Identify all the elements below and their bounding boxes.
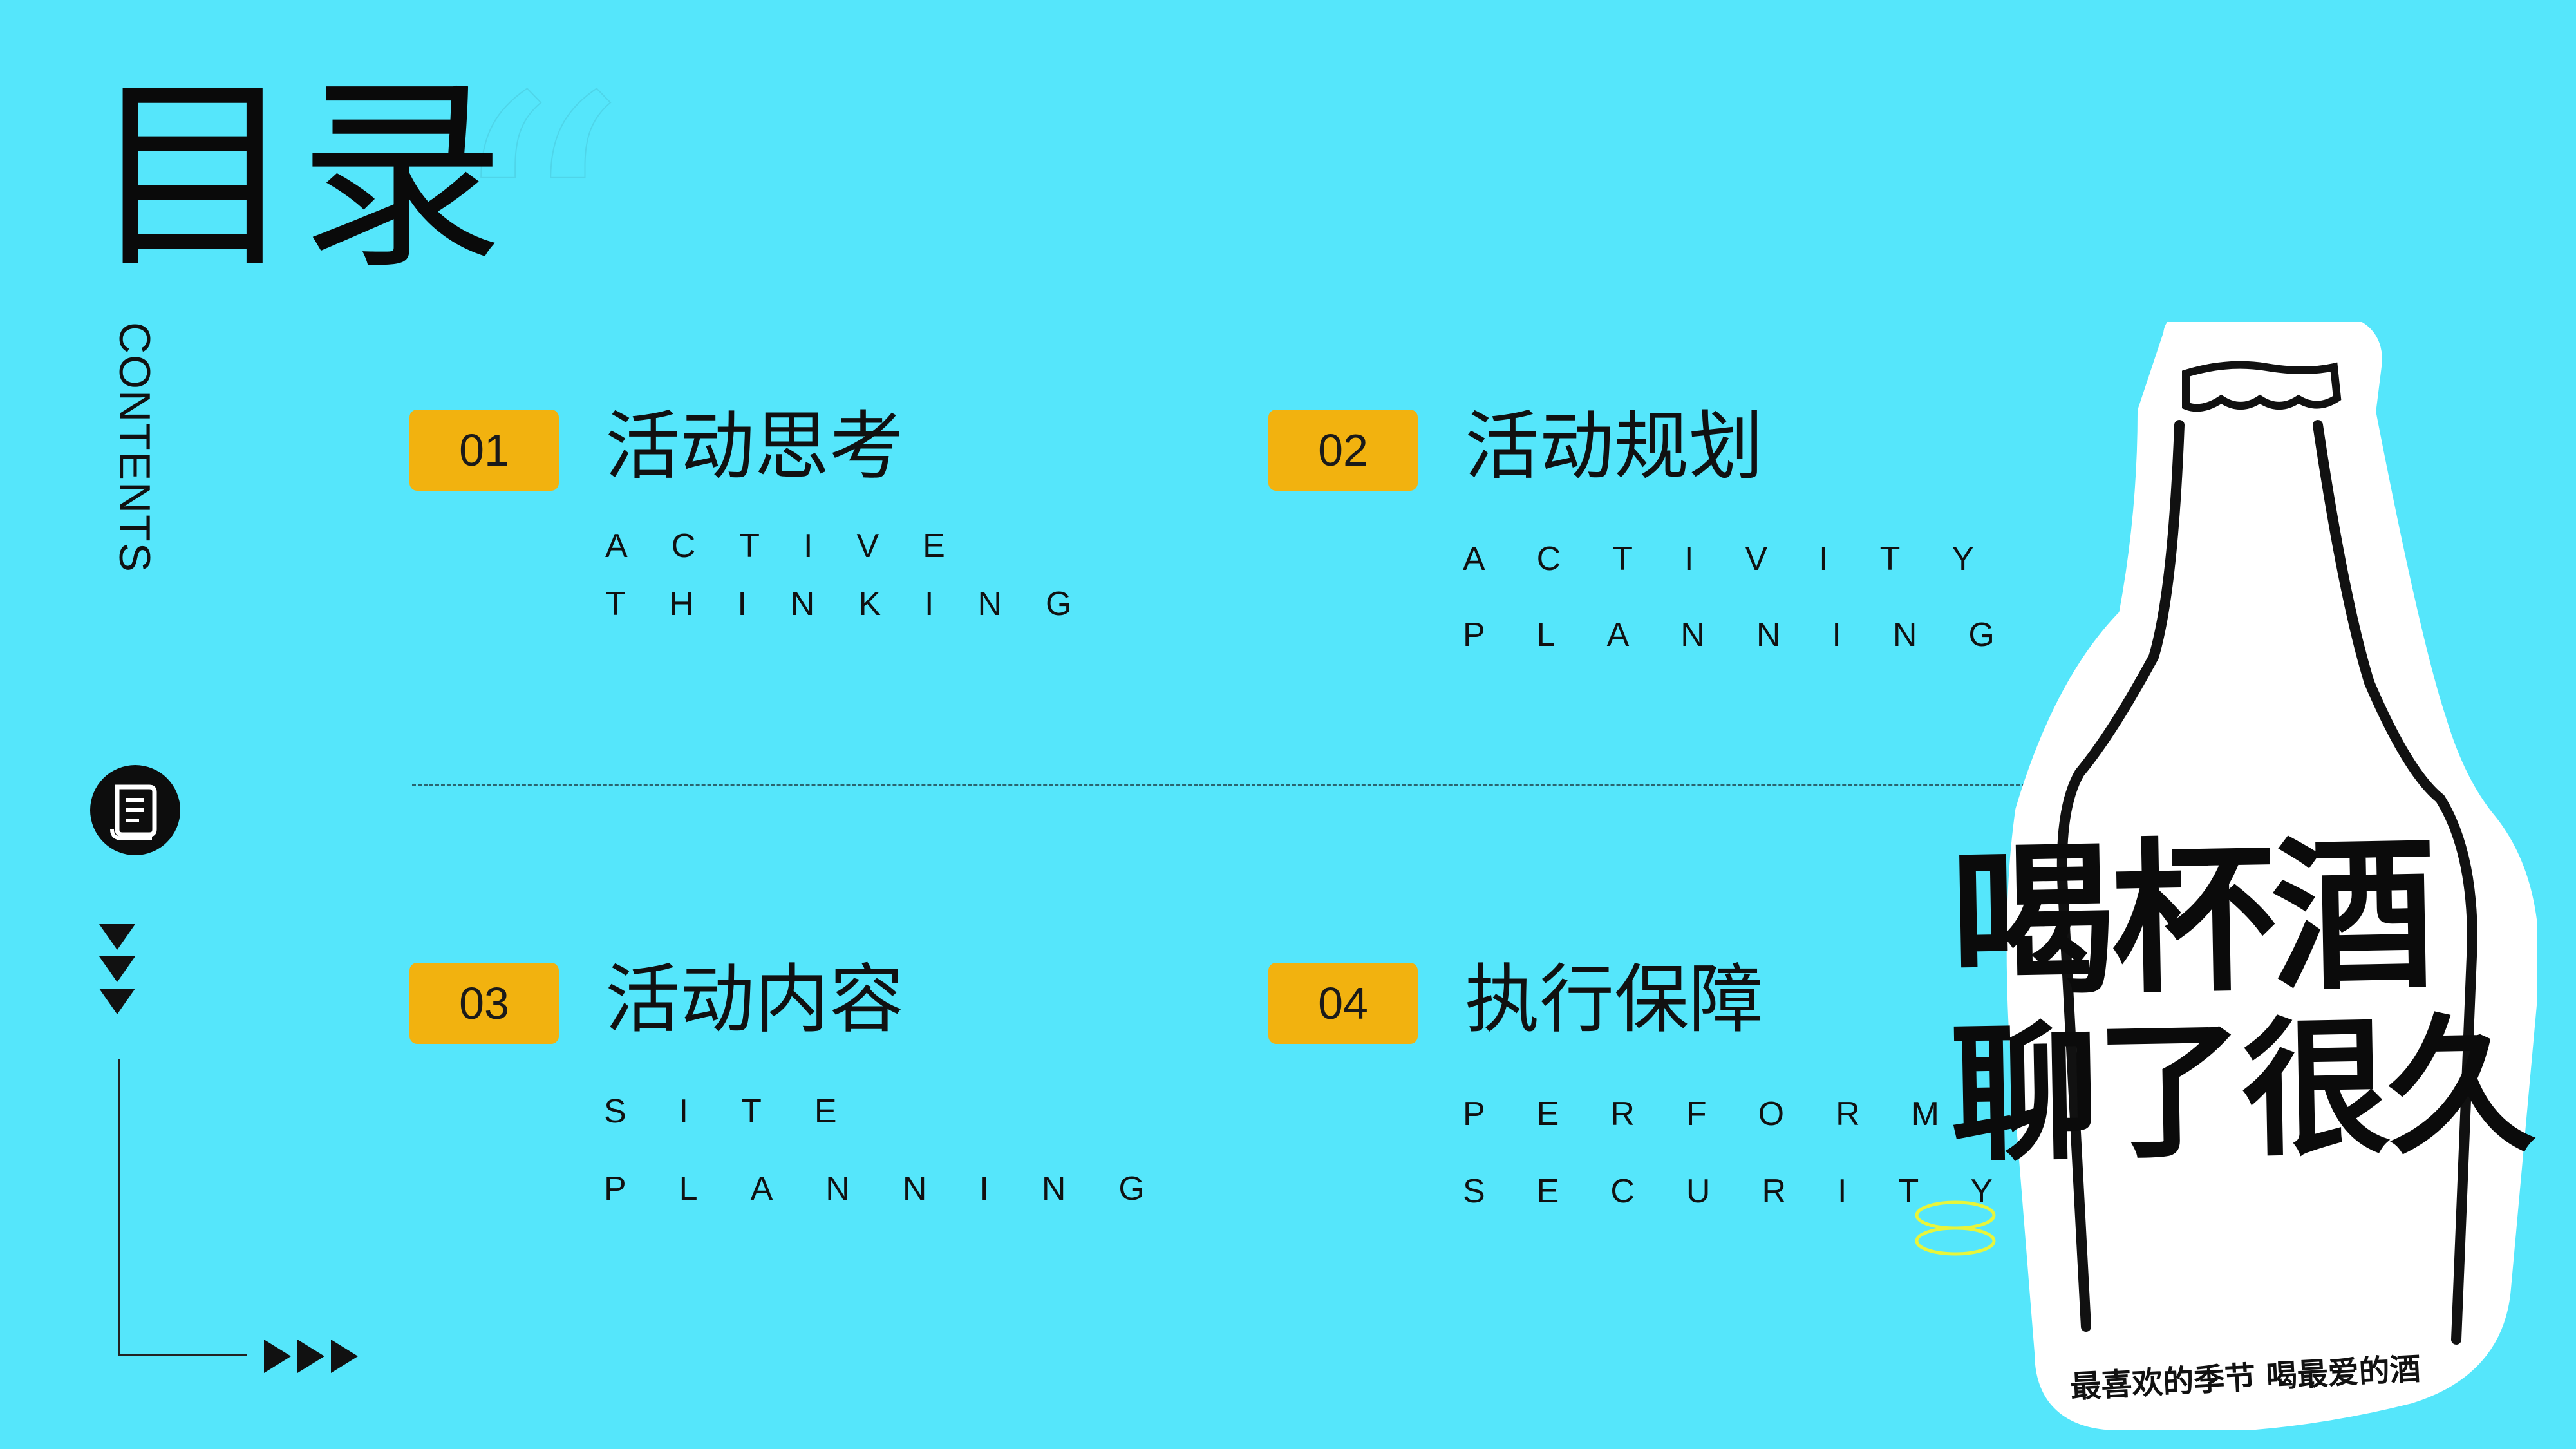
contents-label: CONTENTS [110,322,159,573]
item-sub2-04: SECURITY [1463,1173,2044,1210]
item-sub1-03: SITE [604,1093,890,1130]
item-title-02[interactable]: 活动规划 [1465,403,1763,490]
down-arrows [99,924,135,1021]
bottle-right-edge [2313,420,2478,1345]
corner-line-horizontal [118,1354,247,1356]
item-title-04[interactable]: 执行保障 [1465,956,1763,1043]
triangle-right-icon [264,1340,291,1373]
triangle-down-icon [99,924,135,950]
bottle-cap [2182,361,2342,412]
triangle-right-icon [297,1340,324,1373]
item-sub1-02: ACTIVITY [1463,540,2026,578]
bottle-headline-2: 聊了很久 [1949,1000,2535,1182]
item-title-03[interactable]: 活动内容 [605,956,904,1043]
triangle-down-icon [99,956,135,982]
item-badge-04: 04 [1268,963,1418,1044]
item-badge-01: 01 [409,410,559,491]
dashed-divider [412,784,2060,786]
item-badge-02: 02 [1268,410,1418,491]
item-title-01[interactable]: 活动思考 [605,403,904,490]
quote-mark-decoration: “ [444,22,629,442]
document-icon [90,765,180,855]
bottle-headline-1: 喝杯酒 [1949,819,2434,1019]
item-badge-03: 03 [409,963,559,1044]
bottle-illustration [2006,322,2537,1430]
item-sub2-02: PLANNING [1463,616,2046,654]
page-title: 目录 [90,57,507,297]
ring-decoration [1915,1200,1996,1256]
corner-line-vertical [118,1059,120,1356]
right-arrows [264,1340,364,1373]
bottle-sticker-outline [2006,322,2537,1430]
triangle-right-icon [331,1340,358,1373]
item-sub2-01: THINKING [605,585,1116,623]
bottle-left-edge [2056,420,2185,1332]
item-sub1-04: PERFORM [1463,1095,1991,1133]
item-sub2-03: PLANNING [604,1170,1198,1208]
item-sub1-01: ACTIVE [605,527,989,565]
triangle-down-icon [99,989,135,1014]
